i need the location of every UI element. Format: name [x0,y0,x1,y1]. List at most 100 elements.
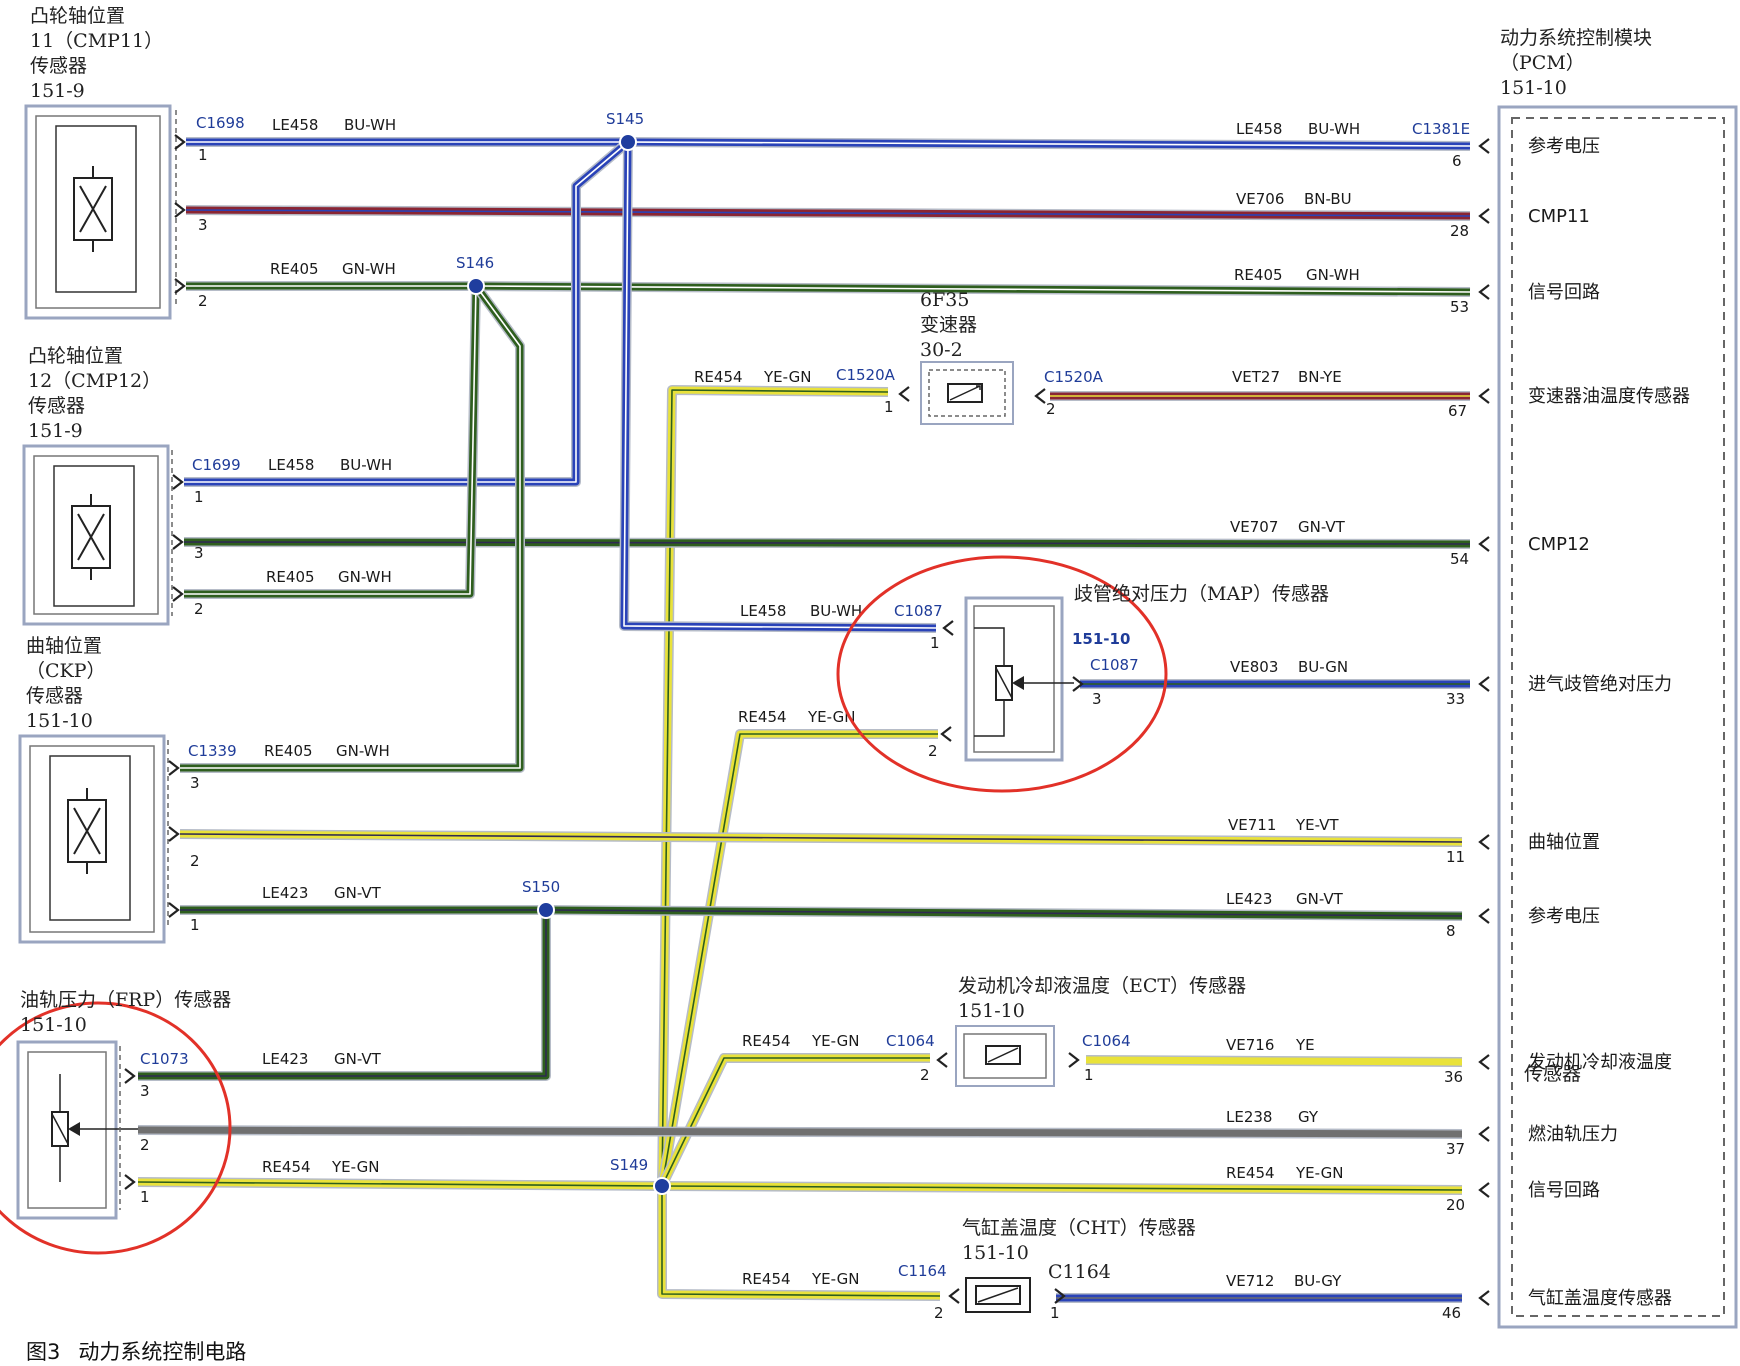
pin-frp-2: 2 [140,1136,150,1154]
figure-number: 图3 [26,1340,61,1364]
wire-color-w3: BN-BU [1304,190,1352,208]
wires-layer [137,137,1471,1303]
pcm-pin-46: 46 [1442,1304,1461,1322]
wire-color-w14: GN-WH [336,742,390,760]
pcm-pin-label-20: 信号回路 [1528,1180,1600,1201]
pin-frp-1: 1 [140,1188,150,1206]
pcm-arrow-9 [1478,1054,1490,1070]
pin-ect-1: 1 [1084,1066,1094,1084]
wire-circuit-w13: RE454 [738,708,787,726]
connector-c1339: C1339 [188,742,237,760]
splice-label-s150: S150 [522,878,560,896]
wire-color-w9: GN-VT [1298,518,1346,536]
pcm-pin-label-36-line2: 传感器 [1524,1063,1582,1085]
wire-color-w25: BU-GY [1294,1272,1342,1290]
pcm-pin-8: 8 [1446,922,1456,940]
pcm-arrow-8 [1478,908,1490,924]
pin-cmp11-3: 3 [198,216,208,234]
wire-circuit-w21: LE238 [1226,1108,1272,1126]
pcm-arrow-10 [1478,1126,1490,1142]
wire-circuit-w11: LE458 [740,602,786,620]
pin-arrow-5 [172,534,184,550]
wire-circuit-w12: VE803 [1230,658,1278,676]
pcm-pin-28: 28 [1450,222,1469,240]
pin-arrow-trans-1 [898,386,910,402]
pin-arrow-cht-1 [1054,1288,1066,1304]
wire-color-w20: GN-VT [334,1050,382,1068]
pcm-pin-label-53: 信号回路 [1528,282,1600,303]
pcm-pin-label-36: 发动机冷却液温度 [1528,1052,1672,1073]
pin-arrow-cht-2 [948,1288,960,1304]
splice-label-s146: S146 [456,254,494,272]
ckp-sensor [18,734,169,944]
pcm-arrow-2 [1478,208,1490,224]
pcm-arrow-1 [1478,138,1490,154]
pcm-pin-label-54: CMP12 [1528,534,1590,555]
wire-color-w4: GN-WH [342,260,396,278]
wire-frp-ref [138,910,551,1081]
pin-arrow-11 [124,1174,136,1190]
splices-layer [467,133,671,1195]
connector-c1064-right: C1064 [1082,1032,1131,1050]
connector-c1381e: C1381E [1412,120,1470,138]
wire-circuit-w16: LE423 [262,884,308,902]
wire-circuit-w18: RE454 [742,1032,791,1050]
connector-c1164: C1164 [898,1262,947,1280]
wire-ckp-rtn [180,283,525,773]
pin-trans-1: 1 [884,398,894,416]
pin-arrow-9 [168,902,180,918]
wire-color-w8: BU-WH [340,456,392,474]
wire-circuit-w25: VE712 [1226,1272,1274,1290]
pcm-pin-67: 67 [1448,402,1467,420]
connector-c1520a-left: C1520A [836,366,896,384]
pcm-pin-label-37: 燃油轨压力 [1528,1124,1618,1145]
wire-ect-rtn [657,1053,930,1189]
wire-cmp12-rtn [184,285,481,599]
wire-circuit-w1: LE458 [272,116,318,134]
pcm-arrow-7 [1478,834,1490,850]
wire-circuit-w24: RE454 [742,1270,791,1288]
pin-arrow-ect-2 [936,1052,948,1068]
wire-cht-rtn [657,1186,941,1301]
pin-trans-2: 2 [1046,400,1056,418]
wire-trans-c1520a-s149 [657,385,889,1187]
pcm-pin-11: 11 [1446,848,1465,866]
pin-arrow-trans-2 [1034,388,1046,404]
pin-arrow-3 [174,278,186,294]
wire-s145-pcm-ref [627,137,1471,151]
wire-frp-sig [137,1125,1463,1139]
pin-ckp-1: 1 [190,916,200,934]
pin-map-2: 2 [928,742,938,760]
pin-ckp-3: 3 [190,774,200,792]
trans-temp-sensor [920,361,1014,425]
pin-cmp12-2: 2 [194,600,204,618]
map-ref-151-10: 151-10 [1072,630,1130,648]
wire-cmp12-ref [184,138,632,487]
pcm-pin-label-11: 曲轴位置 [1528,832,1600,853]
wire-circuit-w4: RE405 [270,260,319,278]
wire-circuit-w6: RE454 [694,368,743,386]
splice-s146 [467,277,485,295]
wire-circuit-w3: VE706 [1236,190,1284,208]
wire-color-w21: GY [1298,1108,1319,1126]
frp-sensor [16,1040,138,1220]
wire-color-w12: BU-GN [1298,658,1348,676]
wire-color-w16: GN-VT [334,884,382,902]
splice-s149 [653,1177,671,1195]
pin-cht-2: 2 [934,1304,944,1322]
map-label: 歧管绝对压力（MAP）传感器 [1074,583,1329,605]
pcm-pin-33: 33 [1446,690,1465,708]
wire-color-w6: YE-GN [763,368,811,386]
wire-color-w19: YE [1295,1036,1315,1054]
connector-c1698: C1698 [196,114,245,132]
wire-color-w13: YE-GN [807,708,855,726]
connector-c1699: C1699 [192,456,241,474]
pin-arrow-6 [172,586,184,602]
wire-map-ref [619,141,937,633]
wire-color-w2: BU-WH [1308,120,1360,138]
